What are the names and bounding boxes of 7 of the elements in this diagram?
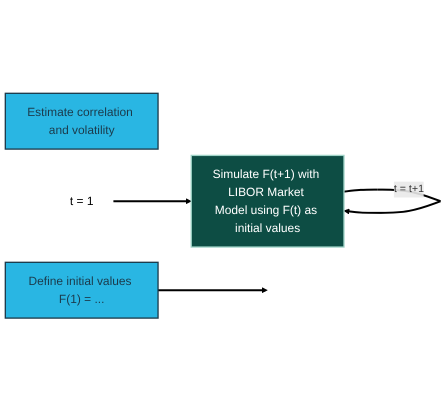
arrow xyxy=(113,198,192,204)
flowchart-drawing: t = t+1 Estimate correlation and volatility Define initial values F(1) = ... Simulate F(t+1) with LIBOR Market Model using F(t) as initial values t = 1 xyxy=(0,88,446,324)
node-box xyxy=(4,92,159,150)
arrow xyxy=(158,288,268,294)
node-box xyxy=(4,262,159,320)
node-box xyxy=(190,155,345,248)
node-text: t = 1 xyxy=(70,194,94,208)
